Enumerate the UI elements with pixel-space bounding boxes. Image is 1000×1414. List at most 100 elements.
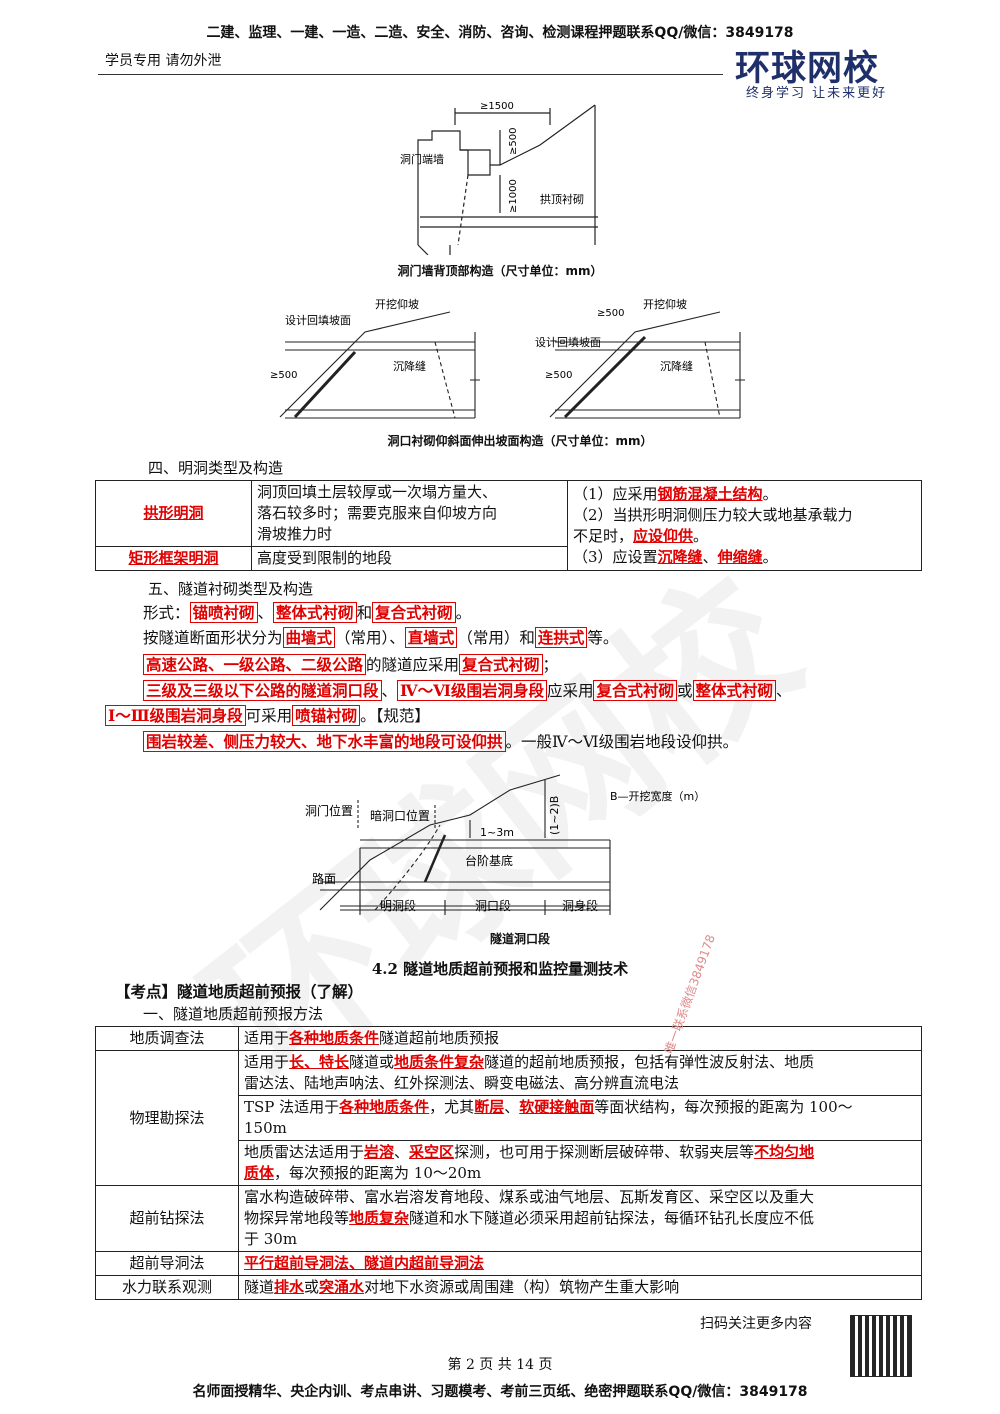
fig3-label-1-2b: (1~2)B: [548, 796, 561, 835]
key-term: 连拱式: [534, 627, 588, 648]
key-term: 长、特长: [289, 1053, 350, 1071]
text: 对地下水资源或周围建（构）筑物产生重大影响: [364, 1278, 680, 1296]
key-term: 喷锚衬砌: [292, 705, 361, 726]
lining-forms-line: 形式：锚喷衬砌、整体式衬砌和复合式衬砌。: [143, 602, 472, 623]
note-text: 。: [762, 484, 778, 503]
note-3: （3）应设置沉降缝、伸缩缝。: [573, 547, 916, 568]
type-rect: 矩形框架明洞: [95, 546, 252, 571]
qr-code-icon[interactable]: [850, 1315, 912, 1377]
construction-notes: （1）应采用钢筋混凝土结构。 （2）当拱形明洞侧压力较大或地基承载力 不足时，应…: [567, 480, 922, 571]
method-desc: TSP 法适用于各种地质条件，尤其断层、软硬接触面等面状结构，每次预报的距离为 …: [238, 1095, 922, 1141]
key-term: 质体: [244, 1164, 275, 1182]
key-term: 突涌水: [319, 1278, 365, 1296]
student-note: 学员专用 请勿外泄: [105, 53, 222, 69]
fig3-label-open-cut: 明洞段: [380, 898, 416, 913]
text: 适用于: [244, 1029, 290, 1047]
note-2a: （2）当拱形明洞侧压力较大或地基承载力: [573, 505, 853, 524]
fig3-caption: 隧道洞口段: [489, 932, 550, 946]
grade1-lining-line: Ⅰ～Ⅲ级围岩洞身段可采用喷锚衬砌。【规范】: [105, 705, 430, 726]
key-term: 复合式衬砌: [459, 654, 543, 675]
open-cut-tunnel-table: 拱形明洞 洞顶回填土层较厚或一次塌方量大、 落石较多时；需要克服来自仰坡方向 滑…: [95, 480, 922, 571]
fig2-right-label-excavation: 开挖仰坡: [643, 297, 687, 311]
text: 隧道的超前地质预报，包括有弹性波反射法、地质: [484, 1053, 815, 1071]
desc-line: 质体，每次预报的距离为 10～20m: [244, 1163, 916, 1184]
method-name: 地质调查法: [95, 1026, 239, 1051]
scan-qr-note: 扫码关注更多内容: [700, 1316, 812, 1332]
fig3-label-step-base: 台阶基底: [465, 853, 513, 868]
method-desc: 适用于各种地质条件隧道超前地质预报: [238, 1026, 922, 1051]
text: 探测，也可用于探测断层破碎带、软弱夹层等: [454, 1143, 755, 1161]
method-desc: 隧道排水或突涌水对地下水资源或周围建（构）筑物产生重大影响: [238, 1275, 922, 1300]
fig3-label-hidden-portal: 暗洞口位置: [370, 808, 430, 823]
table-row: 物理勘探法 适用于长、特长隧道或地质条件复杂隧道的超前地质预报，包括有弹性波反射…: [95, 1050, 922, 1186]
figure-portal-wall-top: ≥1500 ≥500 ≥1000 洞门端墙 拱顶衬砌: [400, 101, 598, 255]
method-name: 超前导洞法: [95, 1251, 239, 1276]
text: 、: [394, 1143, 410, 1161]
key-term: Ⅰ～Ⅲ级围岩洞身段: [105, 705, 246, 726]
header-divider: [98, 74, 723, 75]
key-term: 平行超前导洞法: [244, 1254, 350, 1272]
fig2-right-label-500b: ≥500: [545, 370, 572, 381]
text: 形式：: [143, 604, 190, 622]
desc-line: 富水构造破碎带、富水岩溶发育地段、煤系或油气地层、瓦斯发育区、采空区以及重大: [244, 1188, 815, 1206]
cond-arch: 洞顶回填土层较厚或一次塌方量大、 落石较多时；需要克服来自仰坡方向 滑坡推力时: [251, 480, 568, 547]
desc-line: 150m: [244, 1119, 287, 1137]
key-term: 直墙式: [404, 627, 458, 648]
fig2-right-label-settlement: 沉降缝: [660, 359, 693, 373]
text: 和: [356, 604, 373, 622]
text: 。【规范】: [360, 707, 430, 725]
note-text: 。: [693, 526, 709, 545]
note-text: （1）应采用: [573, 484, 658, 503]
invert-arch-line: 围岩较差、侧压力较大、地下水丰富的地段可设仰拱。一般Ⅳ～Ⅵ级围岩地段设仰拱。: [143, 731, 738, 752]
key-term: 三级及三级以下公路的隧道洞口段: [143, 680, 382, 701]
table-row: TSP 法适用于各种地质条件，尤其断层、软硬接触面等面状结构，每次预报的距离为 …: [96, 1095, 922, 1141]
forecast-methods-heading: 一、隧道地质超前预报方法: [143, 1005, 324, 1023]
method-desc: 地质雷达法适用于岩溶、采空区探测，也可用于探测断层破碎带、软弱夹层等不均匀地 质…: [238, 1140, 922, 1186]
text: 。: [455, 604, 472, 622]
cond-rect: 高度受到限制的地段: [251, 546, 568, 571]
fig1-label-portal-wall: 洞门端墙: [400, 152, 444, 166]
note-1: （1）应采用钢筋混凝土结构。: [573, 484, 916, 505]
method-name: 超前钻探法: [95, 1185, 239, 1252]
table-row: 拱形明洞 洞顶回填土层较厚或一次塌方量大、 落石较多时；需要克服来自仰坡方向 滑…: [95, 480, 922, 571]
desc-line: 于 30m: [244, 1230, 298, 1248]
desc-line: 物探异常地段等地质复杂隧道和水下隧道必须采用超前钻探法，每循环钻孔长度应不低: [244, 1208, 916, 1229]
note-text: 、: [702, 547, 718, 566]
type-arch: 拱形明洞: [95, 480, 252, 547]
text: ，尤其: [429, 1098, 475, 1116]
fig1-label-1000: ≥1000: [508, 179, 519, 213]
text: 等。: [587, 629, 619, 647]
text: 或: [676, 682, 693, 700]
table-row: 超前导洞法 平行超前导洞法、隧道内超前导洞法: [95, 1251, 922, 1276]
text: 、: [504, 1098, 520, 1116]
figure-portal-lining-slope: 开挖仰坡 设计回填坡面 ≥500 沉降缝 开挖仰坡 ≥500 设计回填坡面 ≥5…: [270, 297, 745, 419]
key-term: 软硬接触面: [519, 1098, 595, 1116]
key-term: 整体式衬砌: [692, 680, 777, 701]
note-2b: 不足时，应设仰供。: [573, 526, 916, 547]
key-term: 整体式衬砌: [273, 602, 357, 623]
key-term: 复合式衬砌: [372, 602, 456, 623]
table-row: 地质调查法 适用于各种地质条件隧道超前地质预报: [95, 1026, 922, 1051]
text: ，每次预报的距离为 10～20m: [274, 1164, 482, 1182]
text: 物探异常地段等: [244, 1209, 350, 1227]
key-term: 地质条件复杂: [394, 1053, 485, 1071]
header-promo-line: 二建、监理、一建、一造、二造、安全、消防、咨询、检测课程押题联系QQ/微信：38…: [206, 25, 794, 41]
cond-arch-line: 滑坡推力时: [257, 525, 333, 543]
fig2-left-label-fill: 设计回填坡面: [285, 313, 351, 327]
cond-rect-line: 高度受到限制的地段: [257, 549, 393, 567]
text: 隧道超前地质预报: [379, 1029, 500, 1047]
fig2-caption: 洞口衬砌仰斜面伸出坡面构造（尺寸单位：mm）: [387, 434, 653, 448]
fig3-label-1-3m: 1~3m: [480, 826, 514, 839]
text: 适用于: [244, 1053, 290, 1071]
key-term: 地质复杂: [349, 1209, 410, 1227]
kaodian-heading: 【考点】隧道地质超前预报（了解）: [115, 982, 364, 1001]
section5-heading: 五、隧道衬砌类型及构造: [148, 580, 314, 598]
text: 、: [257, 604, 274, 622]
fig1-label-arch-lining: 拱顶衬砌: [540, 192, 584, 206]
highway-lining-line: 高速公路、一级公路、二级公路的隧道应采用复合式衬砌；: [143, 654, 558, 675]
key-term: 曲墙式: [282, 627, 336, 648]
note-text: 不足时，: [573, 526, 634, 545]
page-number: 第 2 页 共 14 页: [447, 1357, 553, 1373]
method-name: 水力联系观测: [95, 1275, 239, 1300]
key-term: 、: [349, 1254, 365, 1272]
